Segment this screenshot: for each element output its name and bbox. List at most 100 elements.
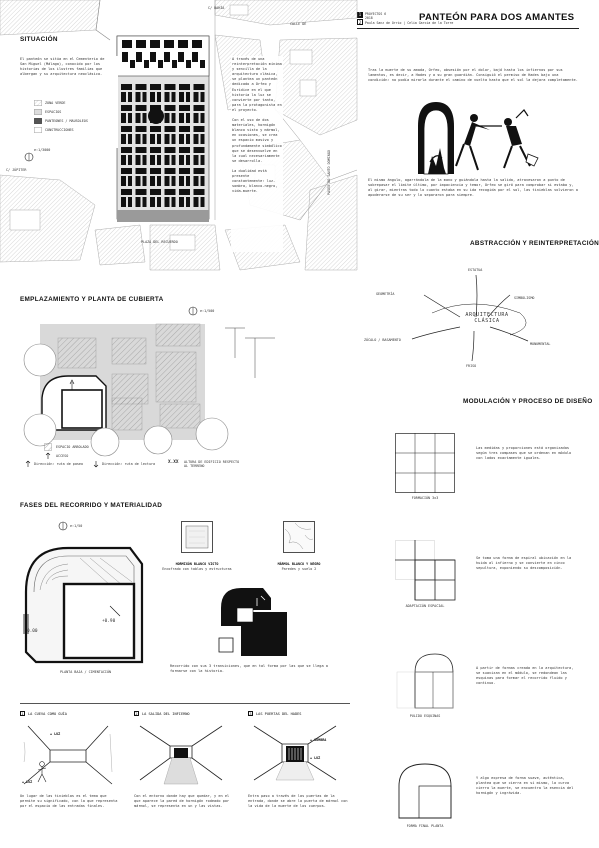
- mausoleum-block: [150, 189, 161, 195]
- intro-text: A través de una reinterpretación mínima …: [232, 57, 282, 194]
- mausoleum-block: [142, 113, 147, 123]
- transitions-plan-figure: [218, 588, 287, 656]
- mausoleum-block: [135, 126, 147, 132]
- mausoleum-block: [122, 40, 132, 48]
- course-line-3: Paula Sanz de Orrio | Celia Garcia de la…: [365, 20, 454, 25]
- mausoleum-block: [135, 92, 141, 102]
- mausoleum-block: [179, 113, 184, 123]
- mausoleum-block: [135, 168, 147, 174]
- mausoleum-block: [130, 60, 135, 68]
- myth-text-1: Tras la muerte de su amada, Orfeo, obses…: [368, 68, 578, 83]
- mausoleum-block: [157, 197, 161, 207]
- mausoleum-block: [164, 176, 170, 186]
- mausoleum-block: [164, 113, 170, 123]
- mausoleum-block: [193, 189, 205, 195]
- mausoleum-block: [171, 176, 176, 186]
- mausoleum-block: [150, 147, 161, 153]
- north-arrow-icon-2: [188, 306, 198, 316]
- mausoleum-block: [144, 60, 149, 68]
- legend-item: PANTEONES / MAUSOLEOS: [34, 118, 114, 124]
- mausoleum-block: [150, 155, 155, 165]
- emplazamiento-legend-2: ACCESO: [56, 454, 69, 458]
- mausoleum-block: [128, 134, 132, 144]
- level-2: +0.90: [102, 619, 116, 624]
- material-concrete-sample: [181, 521, 213, 553]
- mausoleum-block: [179, 126, 190, 132]
- myth-text-2: El mismo ángulo, agarrándola de la mano …: [368, 178, 578, 198]
- module-caption-3: PULIDO ESQUINAS: [409, 714, 441, 718]
- mausoleum-block: [192, 40, 202, 48]
- central-chapel: [148, 108, 164, 124]
- mausoleum-block: [179, 84, 190, 90]
- mausoleum-block: [179, 176, 184, 186]
- mausoleum-block: [179, 168, 190, 174]
- legend-item: CONSTRUCCIONES: [34, 127, 114, 133]
- phase-title: LA SALIDA DEL INFIERNO: [142, 711, 190, 716]
- module-grid-3: [396, 653, 454, 709]
- mausoleum-block: [193, 84, 205, 90]
- legend-tree-icon: [44, 443, 52, 451]
- mausoleum-block: [121, 126, 132, 132]
- module-grid-4: [398, 763, 452, 819]
- mausoleum-block: [171, 134, 176, 144]
- emplazamiento-heading: EMPLAZAMIENTO Y PLANTA DE CUBIERTA: [20, 296, 164, 303]
- mausoleum-block: [122, 52, 128, 62]
- mausoleum-block: [193, 176, 199, 186]
- mausoleum-block: [128, 176, 132, 186]
- orpheus-eurydice-illustration: [418, 102, 539, 175]
- abstraction-node-2: GEOMETRÍA: [376, 292, 395, 296]
- mausoleum-block: [142, 176, 147, 186]
- phase-sketch-3: + SOMBRA+ LUZ: [248, 722, 348, 786]
- emplazamiento-legend-4: Dirección: ruta de lectura: [102, 462, 156, 466]
- phase-sketch-1: + LUZ+ LUZ: [20, 722, 120, 786]
- mausoleum-block: [186, 92, 190, 102]
- legend-label: ZONA VERDE: [45, 101, 66, 105]
- mausoleum-block: [135, 197, 141, 207]
- mausoleum-block: [193, 197, 199, 207]
- module-caption-4: FORMA FINAL PLANTA: [406, 824, 444, 828]
- fases-heading: FASES DEL RECORRIDO Y MATERIALIDAD: [20, 502, 163, 509]
- mausoleum-block: [142, 134, 147, 144]
- mausoleum-block: [135, 189, 147, 195]
- mausoleum-block: [135, 113, 141, 123]
- mausoleum-block: [121, 84, 132, 90]
- module-grid-1: [395, 433, 455, 493]
- phase-text: Un lugar de las tinieblas es el tema que…: [20, 794, 118, 809]
- module-text-2: Se toma una forma de espiral ubicación e…: [476, 556, 572, 571]
- phase-title: LAS PUERTAS DEL HADES: [256, 711, 302, 716]
- mausoleum-block: [157, 134, 161, 144]
- street-label-3: CALLE DE: [290, 22, 307, 26]
- abstraction-node-4: ZÓCALO / BASAMENTO: [364, 338, 401, 342]
- mausoleum-block: [121, 134, 126, 144]
- mausoleum-block: [150, 92, 155, 102]
- sheet-badge-1: 1: [357, 12, 363, 18]
- mausoleum-block: [171, 92, 176, 102]
- mausoleum-block: [150, 126, 161, 132]
- mausoleum-block: [157, 92, 161, 102]
- mausoleum-block: [150, 84, 161, 90]
- mausoleum-block: [121, 168, 132, 174]
- mausoleum-block: [186, 60, 191, 68]
- emplazamiento-legend-1: ESPACIO ARBOLADO: [56, 445, 89, 449]
- mausoleum-block: [121, 176, 126, 186]
- mausoleum-block: [128, 155, 132, 165]
- course-line-2: 2018: [365, 16, 373, 21]
- ground-floor-plan: [23, 546, 144, 664]
- mausoleum-block: [186, 134, 190, 144]
- mausoleum-block: [121, 92, 126, 102]
- phase-text: Con el entorno donde hay que quedar, y e…: [134, 794, 230, 809]
- mausoleum-block: [157, 176, 161, 186]
- mausoleum-block: [179, 92, 184, 102]
- mausoleum-block: [193, 134, 199, 144]
- mausoleum-block: [193, 113, 199, 123]
- material-marble-label: MÁRMOL BLANCO Y NEGRO Paredes y suelo 2: [277, 562, 321, 571]
- phase-number: 2: [134, 711, 139, 716]
- legend-access-icon: [45, 452, 51, 459]
- mausoleum-block: [128, 113, 132, 123]
- height-code: X.XX: [168, 460, 179, 465]
- emplazamiento-legend-3: Dirección: ruta de paseo: [34, 462, 83, 466]
- phase-number: 1: [20, 711, 25, 716]
- street-label-2: C/ BAHÍA: [208, 6, 225, 10]
